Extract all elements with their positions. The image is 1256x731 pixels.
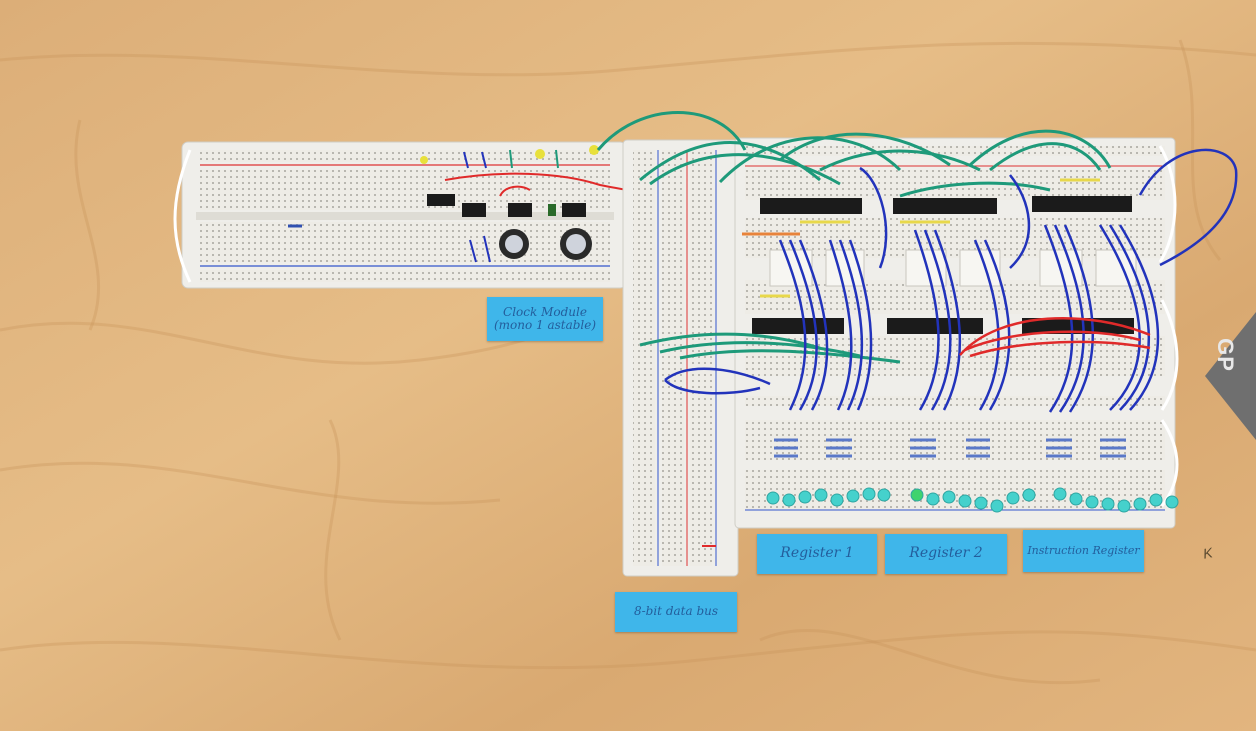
label-register-2: Register 2 bbox=[885, 534, 1007, 574]
label-clock-module-text: Clock Module (mono 1 astable) bbox=[493, 304, 597, 332]
led-row bbox=[766, 487, 1179, 513]
label-data-bus: 8-bit data bus bbox=[615, 592, 737, 632]
label-register-1: Register 1 bbox=[757, 534, 877, 574]
resistor-arrays bbox=[774, 438, 1126, 458]
label-data-bus-text: 8-bit data bus bbox=[633, 604, 719, 619]
yellow-wires bbox=[760, 178, 1100, 298]
blue-wires bbox=[664, 148, 1238, 413]
label-instruction-register: Instruction Register bbox=[1023, 530, 1144, 572]
label-instruction-register-text: Instruction Register bbox=[1027, 543, 1140, 557]
label-register-1-text: Register 1 bbox=[780, 545, 854, 562]
label-clock-module: Clock Module (mono 1 astable) bbox=[487, 297, 603, 341]
board-marking: GP bbox=[1212, 338, 1238, 372]
label-register-2-text: Register 2 bbox=[909, 545, 983, 562]
gp-marker-shape bbox=[1205, 312, 1256, 440]
clock-components bbox=[288, 145, 739, 263]
wood-grain bbox=[0, 39, 1256, 685]
red-wires bbox=[959, 317, 1151, 358]
green-wires bbox=[596, 111, 1112, 364]
